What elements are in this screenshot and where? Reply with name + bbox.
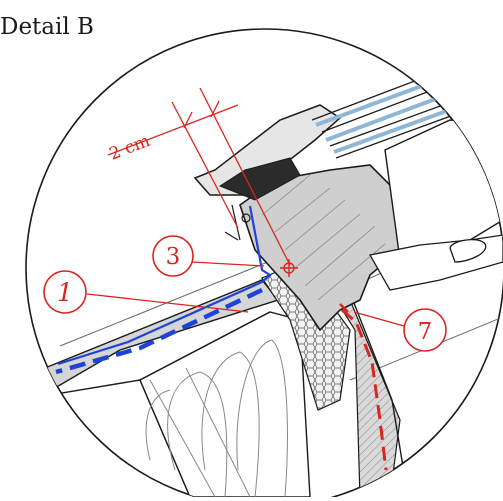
callout-1: 1 xyxy=(43,270,249,314)
dimension-2cm xyxy=(107,87,291,266)
callout-7: 7 xyxy=(353,308,447,352)
membrane-solid xyxy=(57,205,272,366)
gasket xyxy=(218,157,301,201)
callout-7-label: 7 xyxy=(418,319,433,345)
lower-block xyxy=(26,311,311,498)
screw-detail xyxy=(224,204,251,241)
callout-3-label: 3 xyxy=(166,244,181,270)
membrane-dashed xyxy=(55,287,263,375)
detail-title: Detail B xyxy=(0,14,94,40)
frame-hatching xyxy=(261,174,386,301)
callout-3: 3 xyxy=(152,235,265,277)
section-contents xyxy=(26,59,503,498)
vapour-barrier xyxy=(341,308,388,471)
mineral-wool xyxy=(145,339,288,498)
callout-1-label: 1 xyxy=(57,278,73,307)
point-marker xyxy=(280,259,298,277)
handle xyxy=(449,238,487,263)
